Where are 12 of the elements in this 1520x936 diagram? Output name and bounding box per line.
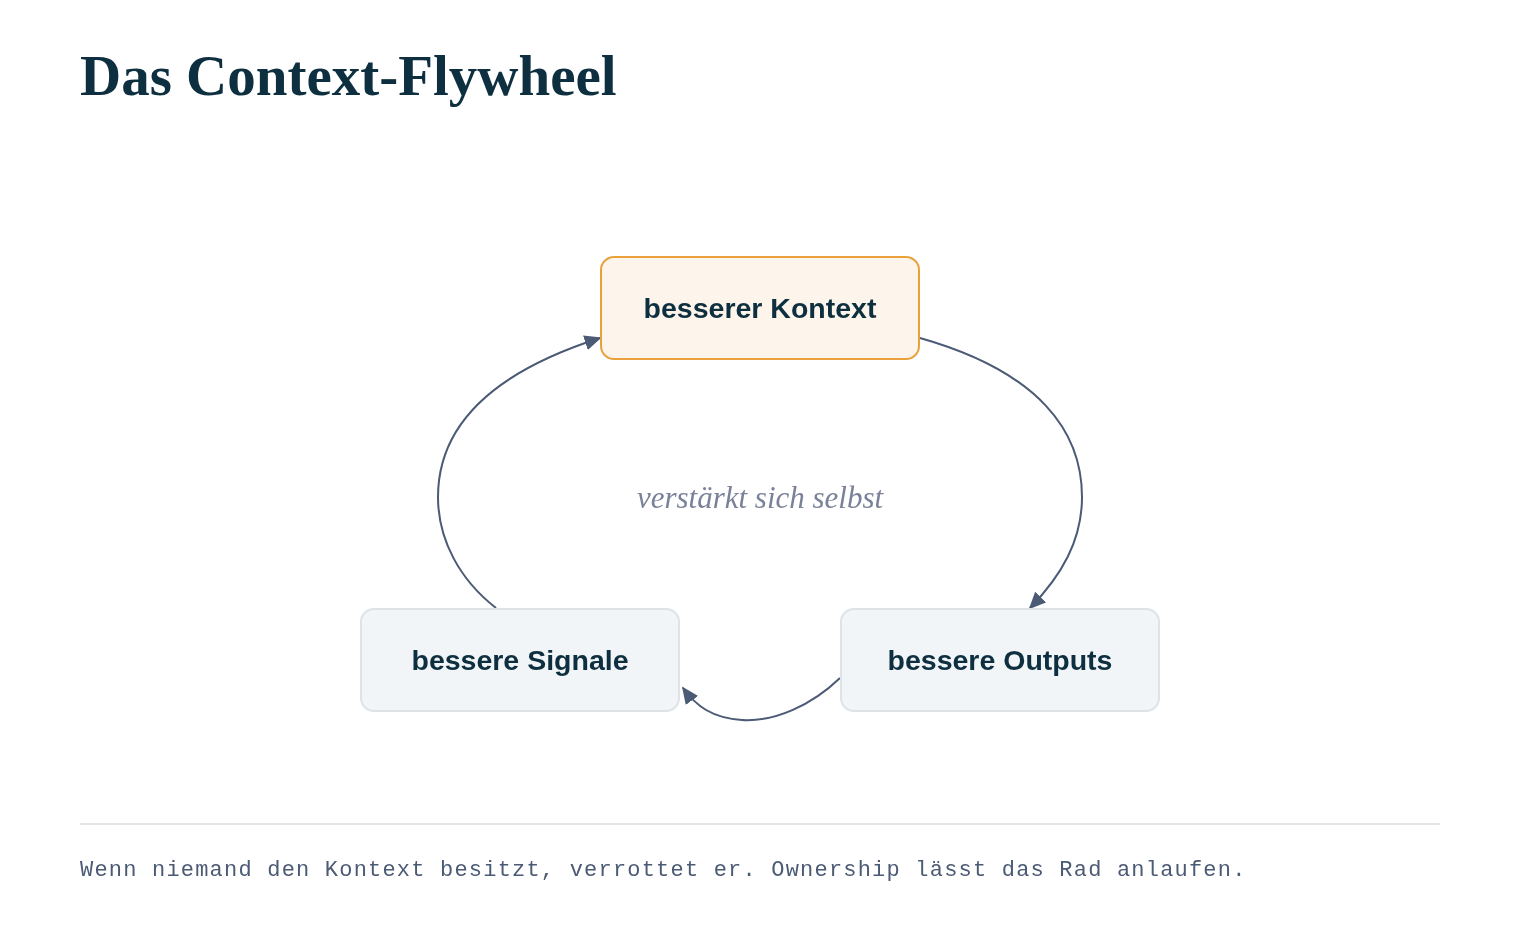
arrow (919, 337, 1083, 610)
process-box (840, 608, 1160, 712)
node-label: bessere Signale (411, 643, 629, 677)
process-box (360, 608, 680, 712)
node-label: besserer Kontext (643, 291, 877, 325)
caption: Wenn niemand den Kontext besitzt, verrottet er. Ownership lässt das Rad anlaufen. (80, 858, 1247, 883)
annotation-text: verstärkt sich selbst (636, 480, 884, 516)
arrow (681, 677, 841, 722)
process-box (600, 256, 920, 360)
title: Das Context-Flywheel (80, 43, 617, 109)
node-label: bessere Outputs (887, 643, 1113, 677)
arrow (437, 335, 602, 609)
